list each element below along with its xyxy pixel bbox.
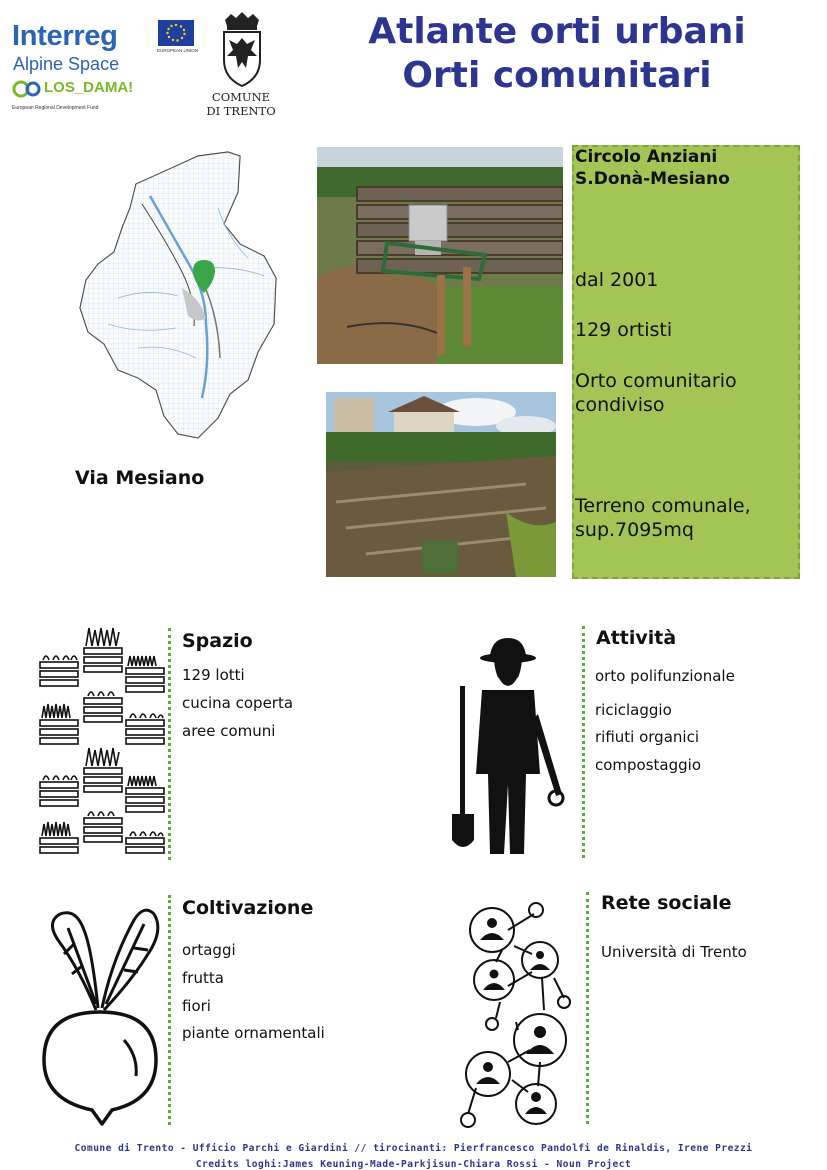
eu-label: EUROPEAN UNION xyxy=(157,48,199,53)
attivita-item: orto polifunzionale xyxy=(595,667,735,685)
gardener-icon xyxy=(452,638,565,854)
beetroot-icon xyxy=(42,908,160,1126)
rete-divider xyxy=(586,892,589,1124)
garden-photo-compost xyxy=(317,147,563,364)
coltivazione-item: ortaggi xyxy=(182,941,236,959)
coltivazione-title: Coltivazione xyxy=(182,897,314,919)
member-count: 129 ortisti xyxy=(575,319,673,341)
garden-photo-plots xyxy=(326,392,556,577)
rete-title: Rete sociale xyxy=(601,892,732,914)
place-name: Via Mesiano xyxy=(75,467,205,489)
garden-type-line2: condiviso xyxy=(575,394,665,416)
attivita-divider xyxy=(582,626,585,858)
garden-name-line2: S.Donà-Mesiano xyxy=(575,169,730,189)
garden-type-line1: Orto comunitario xyxy=(575,370,737,392)
land-info: Terreno comunale, sup.7095mq xyxy=(575,494,797,542)
interreg-logo-text: Interreg xyxy=(12,20,118,52)
attivita-title: Attività xyxy=(596,627,677,649)
garden-name: Circolo Anziani S.Donà-Mesiano xyxy=(575,146,795,190)
spazio-item: 129 lotti xyxy=(182,666,245,684)
page-title: Atlante orti urbani Orti comunitari xyxy=(302,10,812,98)
land-info-line2: sup.7095mq xyxy=(575,519,694,541)
comune-di-trento-label: COMUNE DI TRENTO xyxy=(200,90,282,118)
spazio-item: cucina coperta xyxy=(182,694,294,712)
alpine-space-text: Alpine Space xyxy=(13,54,120,74)
since-year: dal 2001 xyxy=(575,269,659,291)
coltivazione-divider xyxy=(168,895,171,1125)
coltivazione-item: fiori xyxy=(182,997,211,1015)
spazio-divider xyxy=(168,628,171,860)
attivita-item: riciclaggio xyxy=(595,701,672,719)
los-dama-icon xyxy=(12,80,41,98)
coltivazione-item: frutta xyxy=(182,969,224,987)
location-pin-icon xyxy=(193,260,215,293)
land-info-line1: Terreno comunale, xyxy=(575,495,751,517)
social-network-icon xyxy=(460,902,571,1128)
rete-item: Università di Trento xyxy=(601,943,747,961)
spazio-title: Spazio xyxy=(182,630,253,652)
garden-name-line1: Circolo Anziani xyxy=(575,147,718,167)
spazio-item: aree comuni xyxy=(182,722,276,740)
comune-line2: DI TRENTO xyxy=(206,104,276,118)
footer-credits-line2: Credits loghi:James Keuning-Made-Parkjis… xyxy=(195,1159,632,1170)
comune-line1: COMUNE xyxy=(211,90,271,104)
los-dama-logo-text: LOS_DAMA! xyxy=(44,79,134,96)
title-line1: Atlante orti urbani xyxy=(368,11,746,52)
municipality-map xyxy=(79,151,277,439)
title-line2: Orti comunitari xyxy=(402,55,712,96)
footer-credits-line1: Comune di Trento - Ufficio Parchi e Giar… xyxy=(74,1143,753,1154)
attivita-item: compostaggio xyxy=(595,756,702,774)
attivita-item: rifiuti organici xyxy=(595,728,699,746)
trento-crest-icon xyxy=(223,12,261,88)
info-box xyxy=(572,145,800,579)
erdf-text: European Regional Development Fund xyxy=(12,105,99,111)
coltivazione-item: piante ornamentali xyxy=(182,1024,325,1042)
garden-plots-icon xyxy=(39,627,165,854)
eu-flag-icon xyxy=(158,20,194,46)
garden-type: Orto comunitario condiviso xyxy=(575,369,797,417)
